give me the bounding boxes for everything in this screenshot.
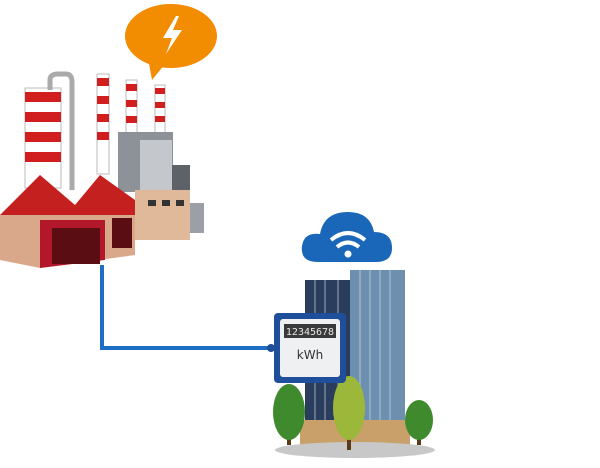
wifi-cloud-icon [301, 212, 392, 262]
meter-unit: kWh [297, 348, 323, 362]
power-line [100, 265, 272, 350]
lightning-bubble-icon [125, 4, 217, 80]
tree-icon [273, 376, 433, 450]
electric-meter-icon: 12345678 kWh [267, 313, 346, 383]
factory-icon [0, 71, 204, 268]
meter-reading: 12345678 [286, 327, 334, 338]
